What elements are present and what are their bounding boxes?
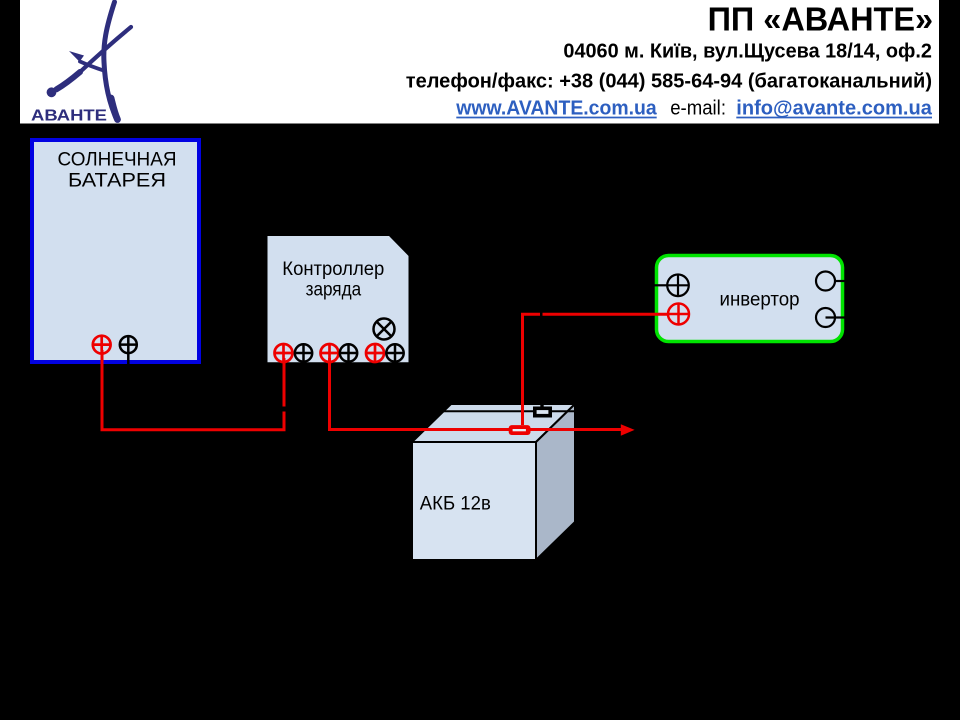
svg-text:телефон/факс: +38 (044) 585-64: телефон/факс: +38 (044) 585-64-94 (багат… bbox=[406, 71, 932, 93]
svg-text:Контроллер: Контроллер bbox=[282, 259, 384, 280]
svg-text:инвертор: инвертор bbox=[720, 290, 800, 311]
svg-text:АКБ 12в: АКБ 12в bbox=[420, 494, 491, 515]
svg-text:АВАНТЕ: АВАНТЕ bbox=[31, 107, 107, 124]
svg-text:СОЛНЕЧНАЯ: СОЛНЕЧНАЯ bbox=[58, 149, 177, 170]
svg-text:e-mail:: e-mail: bbox=[670, 98, 726, 120]
svg-text:ПП «АВАНТЕ»: ПП «АВАНТЕ» bbox=[708, 1, 934, 38]
svg-text:info@avante.com.ua: info@avante.com.ua bbox=[736, 98, 932, 120]
svg-text:заряда: заряда bbox=[306, 280, 362, 301]
svg-text:www.AVANTE.com.ua: www.AVANTE.com.ua bbox=[455, 98, 657, 120]
svg-text:04060 м. Київ, вул.Щусева 18/1: 04060 м. Київ, вул.Щусева 18/14, оф.2 bbox=[563, 41, 932, 63]
svg-text:БАТАРЕЯ: БАТАРЕЯ bbox=[68, 170, 166, 191]
